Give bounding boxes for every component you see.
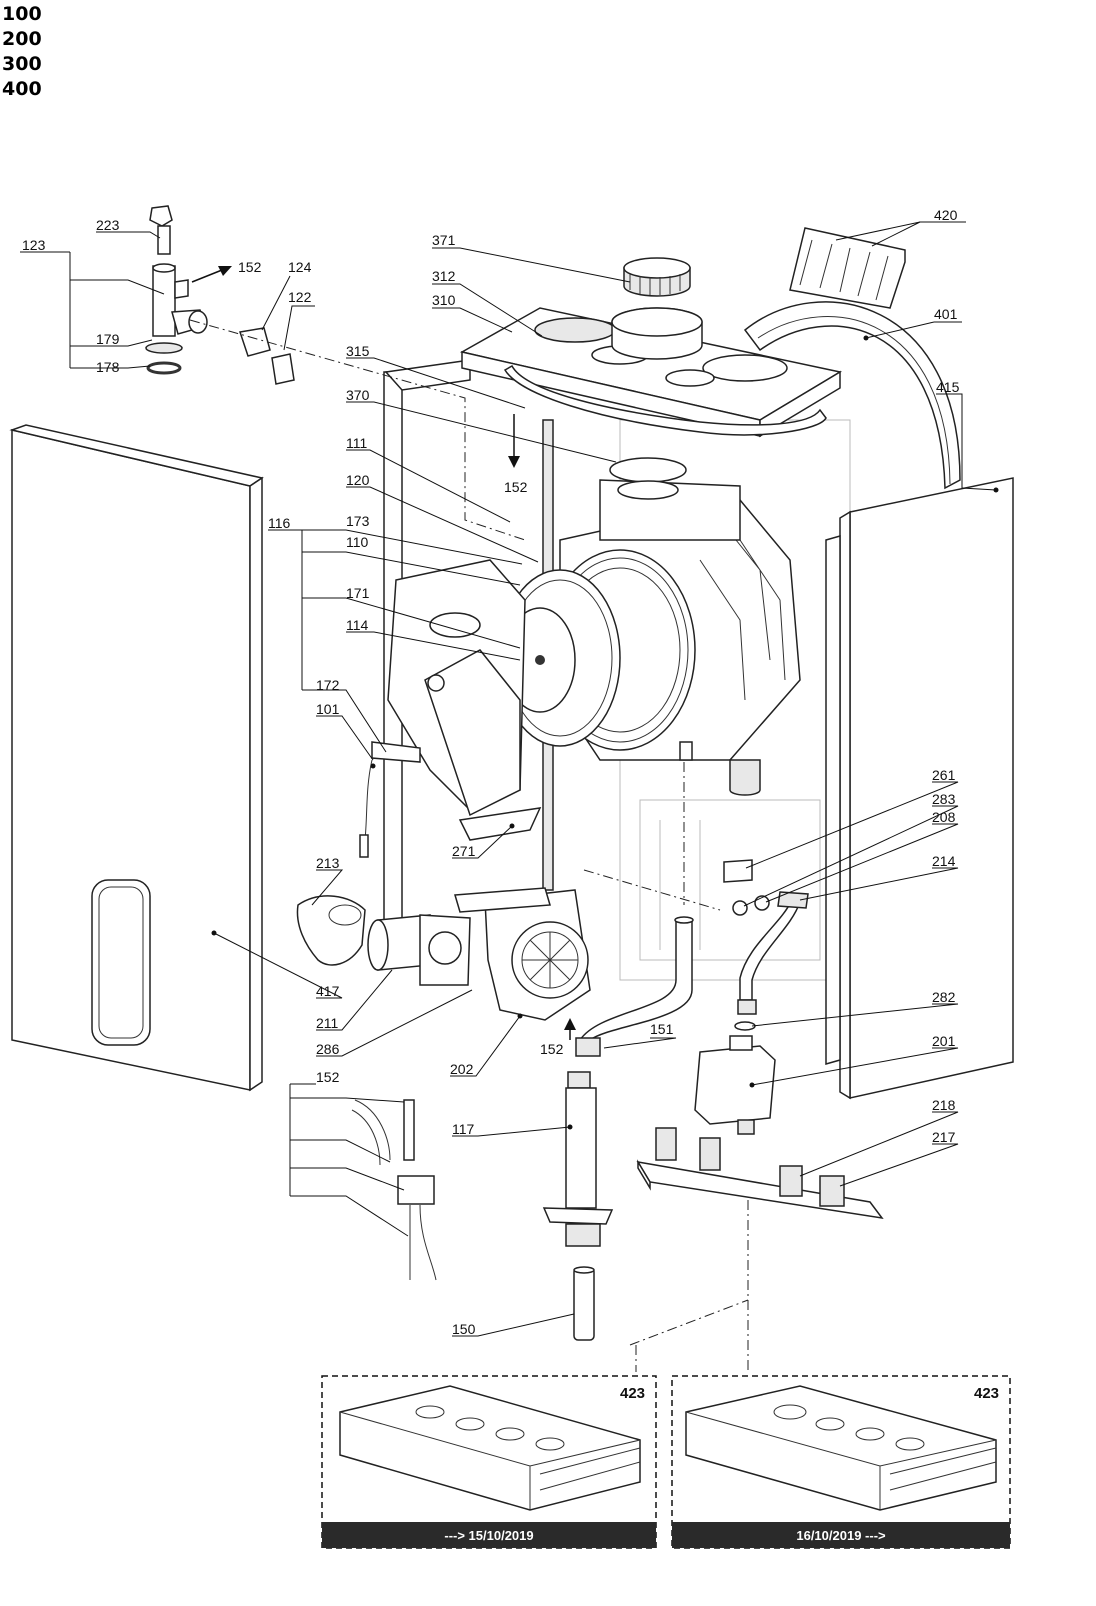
variant-box-2: 423 16/10/2019 --->	[671, 1375, 1011, 1549]
flue-ring-371	[623, 257, 691, 297]
callout-213: 213	[316, 855, 340, 871]
fan-202	[454, 887, 591, 1021]
air-vent-assembly	[145, 205, 208, 375]
series-code-list: 100 200 300 400	[2, 2, 42, 102]
callout-315: 315	[346, 343, 370, 359]
callout-370: 370	[346, 387, 370, 403]
callout-152: 152	[316, 1069, 340, 1085]
control-panel-new	[685, 1385, 997, 1511]
callout-282: 282	[932, 989, 956, 1005]
callout-178: 178	[96, 359, 120, 375]
side-panel-417	[9, 424, 264, 1092]
clip-122	[271, 353, 295, 385]
callout-123: 123	[22, 237, 46, 253]
callout-286: 286	[316, 1041, 340, 1057]
callout-173: 173	[346, 513, 370, 529]
callout-208: 208	[932, 809, 956, 825]
tube-detail-152	[351, 1099, 437, 1281]
callout-120: 120	[346, 472, 370, 488]
burner-door	[387, 559, 621, 817]
callout-223: 223	[96, 217, 120, 233]
air-intake-213	[296, 895, 366, 966]
rear-panel-401	[743, 301, 961, 490]
pipe-150	[573, 1266, 595, 1341]
callout-261: 261	[932, 767, 956, 783]
manifold-plate	[636, 1127, 884, 1220]
series-code: 200	[2, 28, 42, 50]
callout-202: 202	[450, 1061, 474, 1077]
callout-417: 417	[316, 983, 340, 999]
callout-116: 116	[268, 515, 291, 531]
callout-420: 420	[934, 207, 958, 223]
callout-150: 150	[452, 1321, 476, 1337]
callout-124: 124	[288, 259, 312, 275]
assembly-lines	[189, 319, 749, 1372]
callout-401: 401	[934, 306, 958, 322]
callout-101: 101	[316, 701, 340, 717]
callout-310: 310	[432, 292, 456, 308]
callout-110: 110	[346, 534, 369, 550]
callout-152: 152	[504, 479, 528, 495]
callout-179: 179	[96, 331, 120, 347]
callout-415: 415	[936, 379, 960, 395]
callout-218: 218	[932, 1097, 956, 1113]
variant-part-label: 423	[620, 1385, 645, 1402]
callout-152: 152	[238, 259, 262, 275]
variant-box-1: 423 ---> 15/10/2019	[321, 1375, 657, 1549]
callout-312: 312	[432, 268, 456, 284]
callout-114: 114	[346, 617, 369, 633]
series-code: 100	[2, 3, 42, 25]
top-cover-310	[459, 307, 843, 438]
callout-371: 371	[432, 232, 456, 248]
flow-arrows	[191, 266, 576, 1040]
seal-315	[503, 364, 827, 436]
leader-lines	[20, 221, 997, 1337]
callout-122: 122	[288, 289, 312, 305]
pipe-151	[575, 916, 694, 1057]
callout-171: 171	[346, 585, 370, 601]
callout-283: 283	[932, 791, 956, 807]
gas-valve-201	[694, 1035, 776, 1135]
clip-124	[239, 327, 271, 357]
bracket-420	[789, 227, 906, 309]
callout-117: 117	[452, 1121, 475, 1137]
callout-214: 214	[932, 853, 956, 869]
variant-date-label: ---> 15/10/2019	[444, 1528, 533, 1543]
callout-201: 201	[932, 1033, 956, 1049]
series-code: 300	[2, 53, 42, 75]
callout-271: 271	[452, 843, 476, 859]
series-code: 400	[2, 78, 42, 100]
callout-172: 172	[316, 677, 340, 693]
variant-date-label: 16/10/2019 --->	[796, 1528, 886, 1543]
callout-labels: 223 123 152 124 122 179 178 371 312 310 …	[22, 207, 960, 1337]
callout-211: 211	[316, 1015, 339, 1031]
venturi-211	[367, 914, 471, 986]
control-panel-old	[339, 1385, 641, 1511]
callout-217: 217	[932, 1129, 956, 1145]
variant-part-label: 423	[974, 1385, 999, 1402]
callout-152: 152	[540, 1041, 564, 1057]
pipe-117	[542, 1071, 614, 1247]
callout-111: 111	[346, 435, 367, 451]
side-panel-415	[825, 477, 1014, 1100]
callout-151: 151	[650, 1021, 674, 1037]
gas-pipe-214	[734, 891, 809, 1031]
igniter-101	[359, 741, 421, 858]
